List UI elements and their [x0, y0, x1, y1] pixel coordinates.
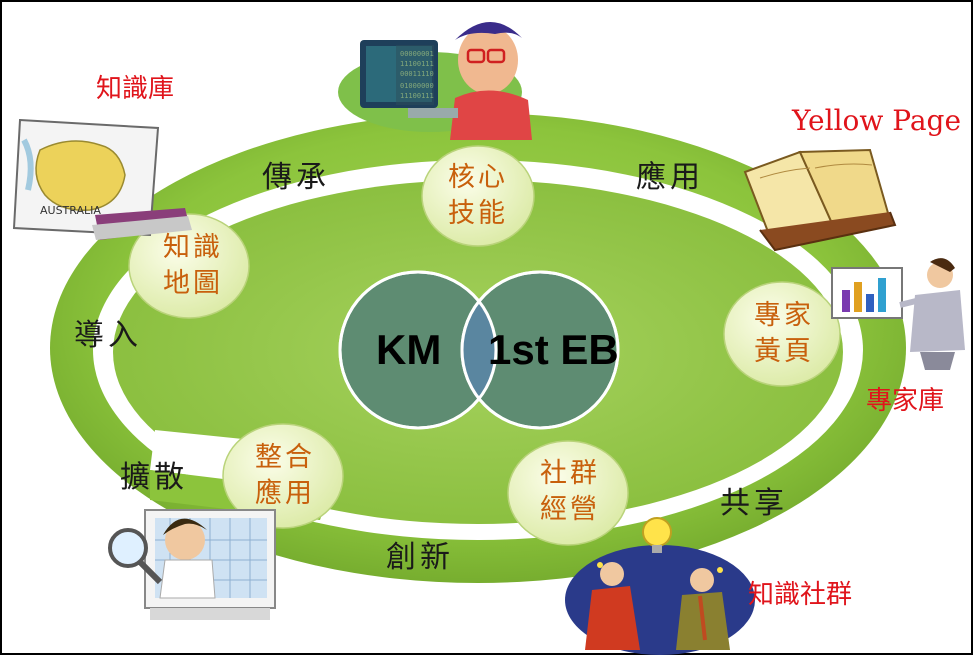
magnifier-person-icon	[108, 509, 276, 620]
node-core-skills-text: 核心 技能	[422, 160, 534, 232]
presenter-chart-icon	[831, 258, 965, 370]
ring-label-share: 共享	[720, 486, 788, 521]
ring-label-innovate: 創新	[386, 540, 454, 575]
outer-label-expert-base: 專家庫	[866, 386, 945, 416]
node-integrated-apply-text: 整合 應用	[229, 440, 341, 512]
venn-overlap	[462, 302, 496, 398]
australia-map-icon: AUSTRALIA	[12, 118, 192, 240]
node-expert-pages-text: 專家 黃頁	[728, 298, 840, 370]
node-core-skills-line-2: 技能	[448, 198, 508, 229]
eb-label: 1st EB	[488, 326, 619, 373]
node-community-ops-line-1: 社群	[540, 458, 600, 489]
node-knowledge-map	[128, 213, 250, 319]
node-knowledge-map-text: 知識 地圖	[137, 230, 249, 302]
node-core-skills-line-1: 核心	[448, 162, 508, 193]
open-book-icon	[743, 148, 897, 252]
ring-label-diffuse: 擴散	[120, 460, 188, 495]
outer-label-knowledge-base: 知識庫	[96, 74, 175, 104]
node-expert-pages-line-1: 專家	[754, 300, 814, 331]
outer-label-knowledge-community: 知識社群	[748, 580, 853, 610]
node-knowledge-map-line-1: 知識	[163, 232, 223, 263]
svg-text:AUSTRALIA: AUSTRALIA	[40, 204, 101, 217]
node-expert-pages-line-2: 黃頁	[754, 336, 814, 367]
km-circle-outline	[338, 270, 498, 430]
node-integrated-apply	[222, 423, 344, 529]
node-expert-pages	[723, 281, 841, 387]
ring-label-introduce: 導入	[74, 318, 142, 353]
node-core-skills	[421, 145, 535, 247]
ring-label-apply: 應用	[636, 160, 704, 195]
node-community-ops-text: 社群 經營	[514, 456, 626, 528]
outer-label-yellow-page: Yellow Page	[792, 104, 962, 137]
lightbulb-people-icon	[565, 517, 755, 655]
node-integrated-apply-line-1: 整合	[255, 442, 315, 473]
node-knowledge-map-line-2: 地圖	[163, 268, 223, 299]
node-integrated-apply-line-2: 應用	[255, 478, 315, 509]
ring-label-inherit: 傳承	[262, 160, 330, 195]
programmer-clipart-icon: 00000001 11100111 00011110 01000000 1110…	[338, 21, 532, 140]
km-label: KM	[376, 326, 442, 373]
node-community-ops-line-2: 經營	[540, 494, 600, 525]
eb-circle-outline	[460, 270, 620, 430]
node-community-ops	[507, 440, 629, 546]
